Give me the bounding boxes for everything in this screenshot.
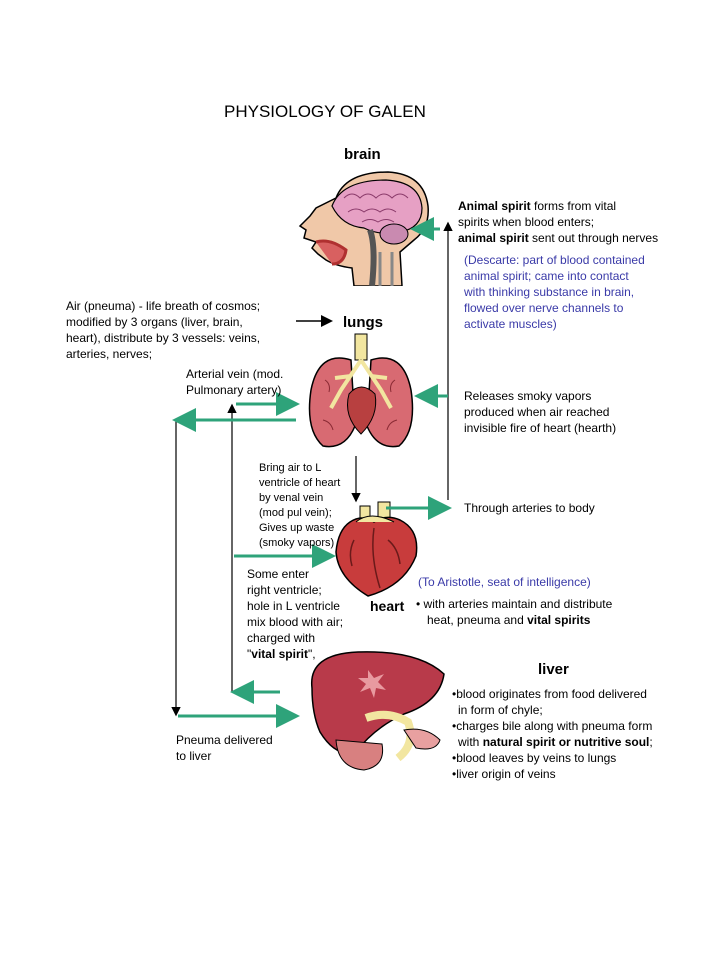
pneuma-liver-note: Pneuma delivered to liver — [176, 733, 273, 763]
label-heart: heart — [370, 598, 405, 614]
brain-head-image — [298, 171, 429, 286]
label-brain: brain — [344, 146, 381, 163]
liver-image — [311, 651, 445, 771]
page-title: PHYSIOLOGY OF GALEN — [224, 102, 426, 121]
lungs-image — [308, 333, 414, 448]
air-note: Air (pneuma) - life breath of cosmos; mo… — [66, 299, 261, 361]
descarte-note: (Descarte: part of blood contained anima… — [464, 253, 645, 331]
brain-note: Animal spirit forms from vital spirits w… — [458, 199, 659, 245]
aristotle-note: (To Aristotle, seat of intelligence) — [418, 575, 591, 589]
smoky-vapors-note: Releases smoky vapors produced when air … — [464, 389, 617, 435]
arterial-vein-note: Arterial vein (mod. Pulmonary artery) — [186, 367, 284, 397]
heart-image — [335, 501, 418, 597]
label-liver: liver — [538, 661, 569, 678]
label-lungs: lungs — [343, 314, 383, 331]
heart-note: • with arteries maintain and distribute … — [416, 597, 613, 627]
some-enter-note: Some enter right ventricle; hole in L ve… — [247, 567, 344, 661]
arteries-body-note: Through arteries to body — [464, 501, 595, 515]
liver-note: •blood originates from food delivered in… — [452, 687, 653, 781]
bring-air-note: Bring air to L ventricle of heart by ven… — [259, 462, 341, 549]
